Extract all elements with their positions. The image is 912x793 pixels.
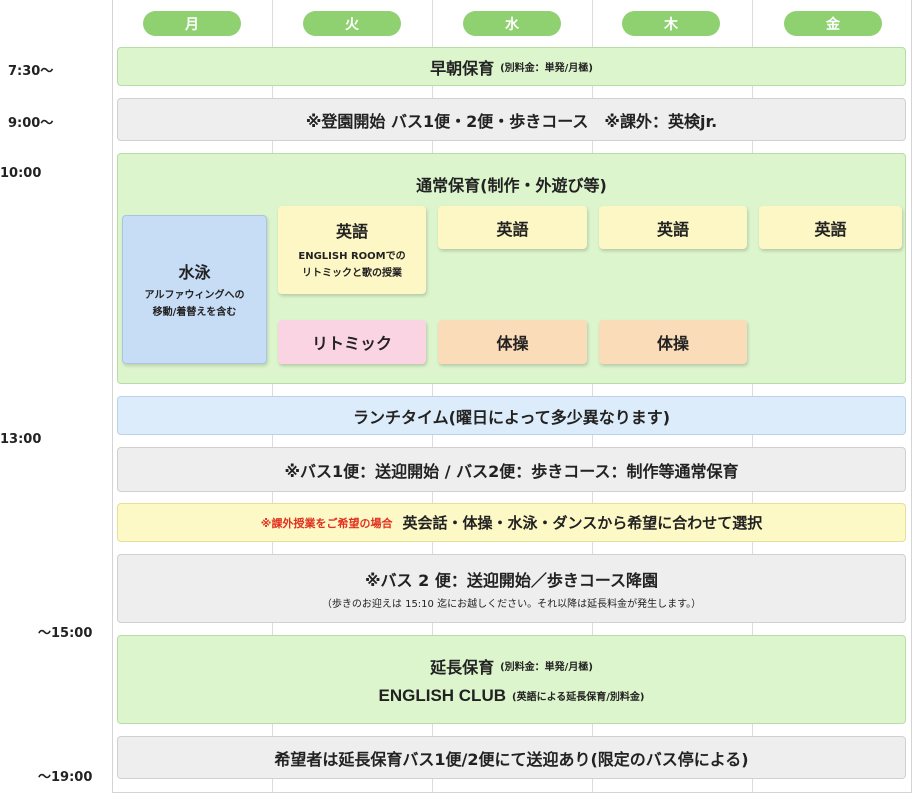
day-header-wed: 水 [463,11,561,36]
gym-card-wed: 体操 [438,320,587,364]
gym-title: 体操 [656,334,689,353]
early-care-note: (別料金：単発/月極) [500,63,593,74]
english-desc: リトミックと歌の授業 [302,268,402,279]
day-header-thu: 木 [622,11,720,36]
early-care-title: 早朝保育 [430,58,495,78]
swim-card: 水泳 アルファウィングへの 移動/着替えを含む [122,215,267,364]
extra-classes-note: ※課外授業をご希望の場合 [260,516,393,530]
bus1-bar: ※バス1便：送迎開始 / バス2便：歩きコース：制作等通常保育 [117,447,906,492]
english-card-fri: 英語 [759,206,902,249]
arrival-text: ※登園開始 バス1便・2便・歩きコース ※課外：英検jr. [305,111,718,131]
bus1-text: ※バス1便：送迎開始 / バス2便：歩きコース：制作等通常保育 [284,461,739,481]
time-label: 9:00〜 [8,116,54,131]
arrival-bar: ※登園開始 バス1便・2便・歩きコース ※課外：英検jr. [117,98,906,141]
day-header-mon: 月 [143,11,241,36]
bus2-text: ※バス 2 便：送迎開始／歩きコース降園 [364,571,659,590]
english-card-tue: 英語 ENGLISH ROOMでの リトミックと歌の授業 [278,206,426,294]
english-title: 英語 [335,222,368,241]
lunch-text: ランチタイム(曜日によって多少異なります) [352,407,671,427]
time-label: 10:00 [0,166,42,181]
english-club-row: ENGLISH CLUB (英語による延長保育/別料金) [379,686,645,706]
extended-bus-text: 希望者は延長保育バス1便/2便にて送迎あり(限定のバス停による) [274,749,749,769]
gym-title: 体操 [496,334,529,353]
extended-care-bar: 延長保育 (別料金：単発/月極) ENGLISH CLUB (英語による延長保育… [117,635,906,724]
english-title: 英語 [496,219,529,239]
time-label: 〜19:00 [38,770,93,785]
regular-care-title: 通常保育(制作・外遊び等) [416,176,607,195]
swim-desc: 移動/着替えを含む [152,306,237,318]
extended-care-note: (別料金：単発/月極) [500,662,593,673]
extended-care-title: 延長保育 [430,657,495,677]
english-card-wed: 英語 [438,206,587,249]
rhythmic-title: リトミック [311,334,392,353]
day-header-fri: 金 [784,11,882,36]
english-card-thu: 英語 [599,206,747,249]
time-label: 7:30〜 [8,64,54,79]
english-title: 英語 [656,219,689,239]
extended-bus-bar: 希望者は延長保育バス1便/2便にて送迎あり(限定のバス停による) [117,736,906,779]
bus2-bar: ※バス 2 便：送迎開始／歩きコース降園 （歩きのお迎えは 15:10 迄にお越… [117,554,906,623]
english-desc: ENGLISH ROOMでの [298,251,406,262]
time-label: 13:00 [0,432,42,447]
gym-card-thu: 体操 [599,320,747,364]
extra-classes-text: 英会話・体操・水泳・ダンスから希望に合わせて選択 [402,514,763,532]
swim-desc: アルファウィングへの [144,289,245,301]
swim-title: 水泳 [178,262,211,282]
lunch-bar: ランチタイム(曜日によって多少異なります) [117,396,906,435]
rhythmic-card: リトミック [278,320,426,364]
english-club-title: ENGLISH CLUB [378,685,507,705]
bus2-note: （歩きのお迎えは 15:10 迄にお越しください。それ以降は延長料金が発生します… [321,599,702,610]
early-care-bar: 早朝保育 (別料金：単発/月極) [117,47,906,86]
extended-care-row: 延長保育 (別料金：単発/月極) [430,654,593,678]
time-label: 〜15:00 [38,626,93,641]
extra-classes-bar: ※課外授業をご希望の場合 英会話・体操・水泳・ダンスから希望に合わせて選択 [117,503,906,542]
day-header-tue: 火 [303,11,401,36]
english-club-note: (英語による延長保育/別料金) [512,692,645,703]
english-title: 英語 [814,219,847,239]
